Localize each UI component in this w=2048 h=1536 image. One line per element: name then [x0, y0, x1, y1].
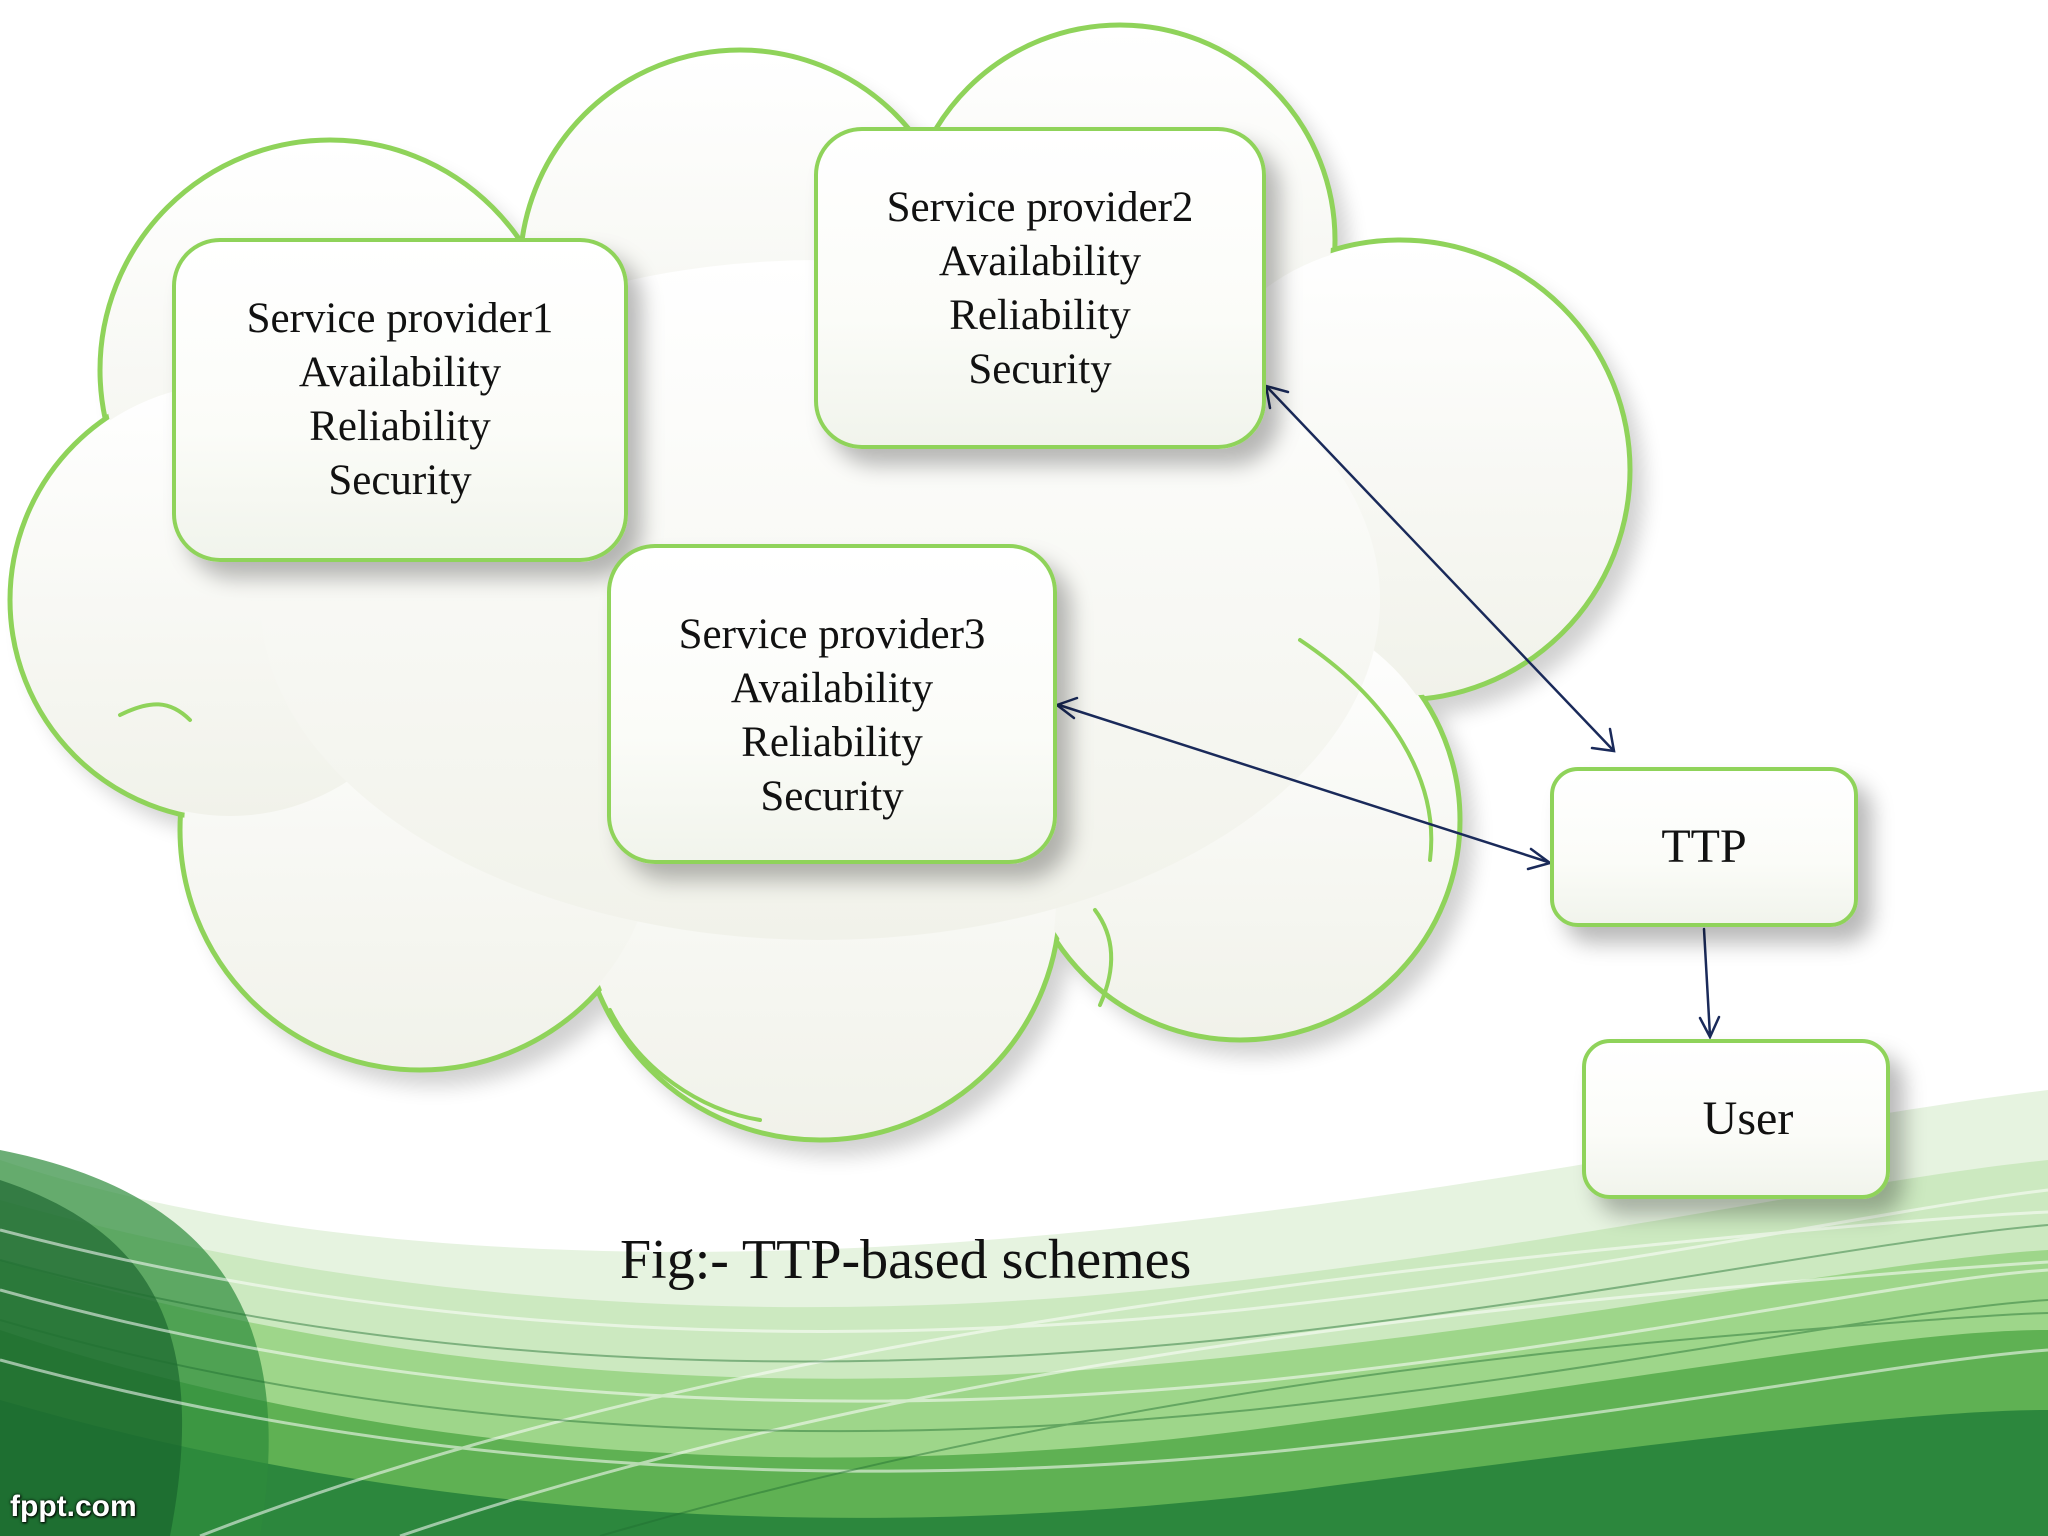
- provider-attribute-security: Security: [968, 346, 1112, 393]
- provider-name: Service provider1: [246, 295, 554, 342]
- provider-attribute-security: Security: [760, 773, 904, 820]
- user-label: User: [1702, 1092, 1794, 1145]
- provider-attribute-availability: Availability: [298, 349, 502, 396]
- provider-attribute-security: Security: [328, 457, 472, 504]
- service-provider-1-box: Service provider1 Availability Reliabili…: [172, 238, 628, 562]
- provider-attribute-availability: Availability: [938, 238, 1142, 285]
- ttp-box: TTP: [1550, 767, 1858, 927]
- user-box: User: [1582, 1039, 1890, 1199]
- provider-attribute-availability: Availability: [730, 665, 934, 712]
- provider-attribute-reliability: Reliability: [309, 403, 491, 450]
- provider-attribute-reliability: Reliability: [949, 292, 1131, 339]
- green-wave-background: [0, 1090, 2048, 1536]
- service-provider-3-box: Service provider3 Availability Reliabili…: [607, 544, 1057, 864]
- ttp-label: TTP: [1661, 820, 1747, 873]
- provider-name: Service provider3: [678, 611, 986, 658]
- connector-sp2-ttp: [1264, 384, 1616, 753]
- connector-ttp-user: [1698, 927, 1721, 1040]
- provider-attribute-reliability: Reliability: [741, 719, 923, 766]
- service-provider-2-box: Service provider2 Availability Reliabili…: [814, 127, 1266, 449]
- provider-name: Service provider2: [886, 184, 1194, 231]
- fppt-watermark: fppt.com: [10, 1490, 137, 1523]
- figure-caption: Fig:- TTP-based schemes: [620, 1229, 1192, 1291]
